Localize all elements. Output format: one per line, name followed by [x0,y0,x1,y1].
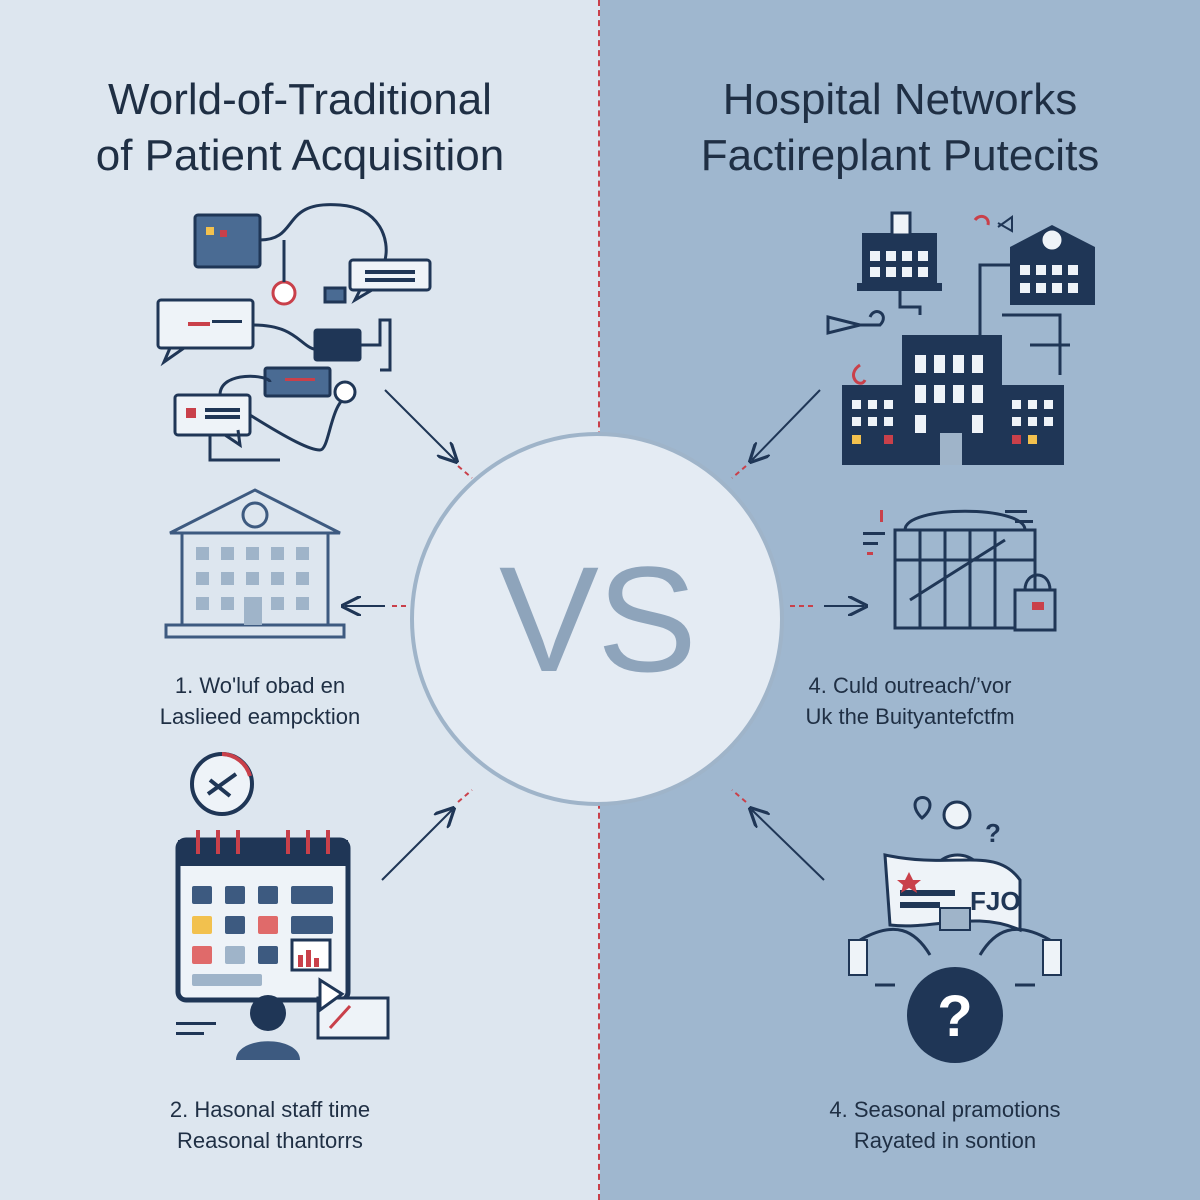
people-promotion-icon: ? FJO ? [848,796,1062,1063]
calendar-cells [192,886,333,986]
right-caption-1-line-2: Uk the Buityantefctfm [805,704,1015,729]
arrow-top-right [752,389,821,460]
left-caption-1-line-2: Laslieed eampcktion [159,704,361,729]
right-caption-2: 4. Seasonal pramotions Rayated in sontio… [755,1094,1135,1156]
left-caption-1: 1. Wo'luf obad en Laslieed eampcktion [70,670,450,732]
left-caption-2-line-1: 2. Hasonal staff time [169,1097,371,1122]
calendar-schedule-icon [175,752,390,1060]
left-caption-2-line-2: Reasonal thantorrs [177,1128,363,1153]
arrow-top-left [384,389,455,460]
right-caption-1-line-1: 4. Culd outreach/’vor [808,673,1012,698]
right-caption-1: 4. Culd outreach/’vor Uk the Buityantefc… [720,670,1100,732]
hospital-building-icon [164,488,346,639]
left-caption-2: 2. Hasonal staff time Reasonal thantorrs [80,1094,460,1156]
right-title-line-1: Hospital Networks [722,75,1078,124]
svg-text:FJO: FJO [970,886,1021,916]
right-title-line-2: Factireplant Putecits [700,131,1100,180]
building-windows [196,547,309,625]
right-caption-2-line-2: Rayated in sontion [853,1128,1037,1153]
vs-circle: VS [410,432,784,806]
right-caption-2-line-1: 4. Seasonal pramotions [829,1097,1061,1122]
left-title-line-2: of Patient Acquisition [95,131,505,180]
left-caption-1-line-1: 1. Wo'luf obad en [174,673,346,698]
arrow-bottom-left [381,810,452,881]
svg-text:?: ? [985,818,1001,848]
network-chat-icon [156,203,432,462]
network-windows [852,251,1078,465]
cage-icon [863,509,1057,632]
right-title: Hospital Networks Factireplant Putecits [620,72,1180,184]
hospital-network-icon [826,211,1095,465]
left-title: World-of-Traditional of Patient Acquisit… [20,72,580,184]
arrow-bottom-right [752,810,825,881]
vs-label: VS [498,534,697,703]
svg-text:?: ? [937,984,972,1049]
left-title-line-1: World-of-Traditional [108,75,492,124]
